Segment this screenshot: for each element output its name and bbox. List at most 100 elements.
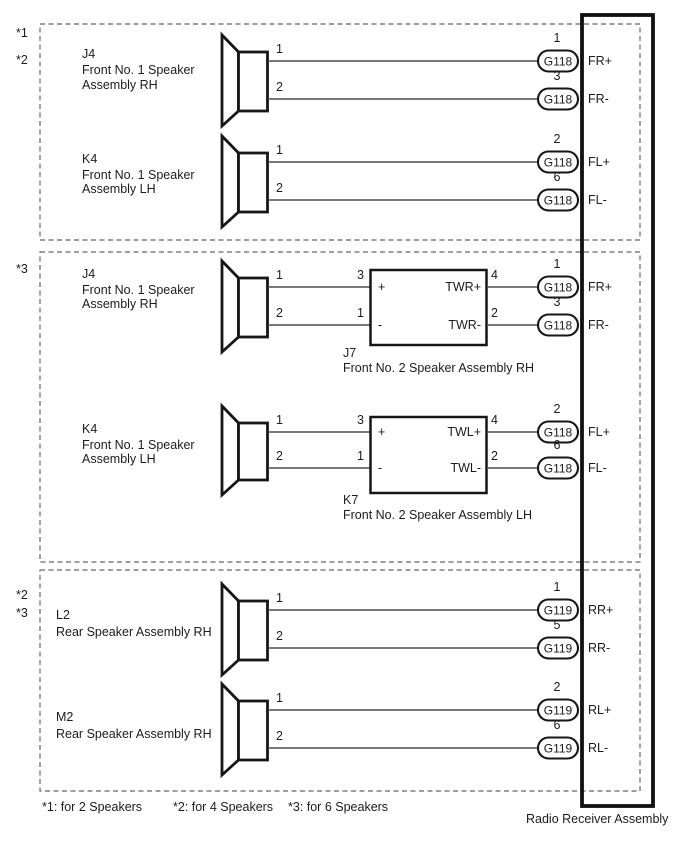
component-code: J4 [82, 47, 95, 61]
crossover-output-pin: 4 [491, 268, 498, 282]
footnotes: *1: for 2 Speakers *2: for 4 Speakers *3… [42, 800, 388, 814]
crossover-code: K7 [343, 493, 358, 507]
signal-label: FL+ [588, 425, 610, 439]
signal-label: FR+ [588, 280, 612, 294]
speaker-body [237, 151, 269, 214]
speaker-cone [220, 257, 240, 356]
speaker-pin: 2 [276, 306, 283, 320]
crossover-outline [369, 415, 488, 495]
signal-label: FL- [588, 461, 607, 475]
connector-label: G118 [544, 54, 573, 68]
section-1: *1 *2 J4 Front No. 1 Speaker Assembly RH… [16, 26, 612, 231]
speaker-pin: 2 [276, 629, 283, 643]
crossover-outline [369, 268, 488, 347]
connector-pill [536, 636, 580, 660]
speaker-cone [220, 580, 240, 679]
crossover-output-pin: 2 [491, 306, 498, 320]
polarity-plus: + [378, 280, 385, 294]
connector-label: G119 [544, 603, 573, 617]
connector-pill [536, 598, 580, 622]
connector-pill [536, 150, 580, 174]
connector-label: G118 [544, 461, 573, 475]
signal-label: RR+ [588, 603, 613, 617]
speaker-body [237, 50, 269, 113]
crossover-output-label: TWL+ [447, 425, 481, 439]
speaker-pin: 1 [276, 413, 283, 427]
terminal-pin: 3 [554, 69, 561, 83]
section-marker: *2 [16, 588, 28, 602]
speaker-cone [220, 31, 240, 130]
connector-pill [536, 456, 580, 480]
speaker-pin: 1 [276, 691, 283, 705]
connector-label: G119 [544, 741, 573, 755]
speaker-pin: 2 [276, 729, 283, 743]
component-code: K4 [82, 422, 97, 436]
signal-label: FL- [588, 193, 607, 207]
connector-pill [536, 275, 580, 299]
speaker-icon [220, 402, 269, 499]
component-name: Rear Speaker Assembly RH [56, 727, 212, 741]
connector-pill [536, 736, 580, 760]
component-name: Front No. 1 Speaker [82, 168, 195, 182]
connector-label: G118 [544, 425, 573, 439]
connector-label: G118 [544, 318, 573, 332]
speaker-pin: 2 [276, 80, 283, 94]
component-name: Assembly LH [82, 452, 156, 466]
crossover-box: 3 1 + - TWL+ TWL- 4 2 K7 Front No. 2 Spe… [343, 413, 532, 522]
speaker-icon [220, 680, 269, 779]
crossover-input-pin: 3 [357, 413, 364, 427]
connector-pill [536, 49, 580, 73]
terminal-pin: 5 [554, 618, 561, 632]
component-code: J4 [82, 267, 95, 281]
terminal-pin: 3 [554, 295, 561, 309]
section-3-dashed-box [39, 569, 641, 792]
speaker-icon [220, 132, 269, 231]
radio-receiver-box [580, 13, 655, 808]
signal-label: RL- [588, 741, 608, 755]
component-name: Front No. 1 Speaker [82, 438, 195, 452]
component-name: Assembly RH [82, 297, 158, 311]
polarity-plus: + [378, 425, 385, 439]
speaker-icon [220, 580, 269, 679]
speaker-pin: 1 [276, 268, 283, 282]
terminal-pin: 1 [554, 257, 561, 271]
signal-label: FR- [588, 92, 609, 106]
footnote: *2: for 4 Speakers [173, 800, 273, 814]
component-code: L2 [56, 608, 70, 622]
crossover-output-label: TWR- [448, 318, 481, 332]
speaker-pin: 1 [276, 143, 283, 157]
section-marker: *3 [16, 606, 28, 620]
speaker-body [237, 599, 269, 662]
component-code: K4 [82, 152, 97, 166]
terminal-pin: 1 [554, 580, 561, 594]
section-marker: *2 [16, 53, 28, 67]
speaker-icon [220, 257, 269, 356]
speaker-pin: 1 [276, 591, 283, 605]
crossover-name: Front No. 2 Speaker Assembly LH [343, 508, 532, 522]
speaker-pin: 1 [276, 42, 283, 56]
section-2: *3 J4 Front No. 1 Speaker Assembly RH 1 … [16, 257, 612, 522]
footnote: *1: for 2 Speakers [42, 800, 142, 814]
crossover-output-label: TWL- [450, 461, 481, 475]
connector-label: G118 [544, 280, 573, 294]
connector-pill [536, 188, 580, 212]
terminal-pin: 6 [554, 170, 561, 184]
footnote: *3: for 6 Speakers [288, 800, 388, 814]
crossover-name: Front No. 2 Speaker Assembly RH [343, 361, 534, 375]
signal-label: RR- [588, 641, 610, 655]
component-name: Front No. 1 Speaker [82, 283, 195, 297]
terminal-pin: 6 [554, 718, 561, 732]
connector-pill [536, 698, 580, 722]
radio-receiver-label: Radio Receiver Assembly [526, 812, 669, 826]
connector-label: G119 [544, 703, 573, 717]
crossover-output-label: TWR+ [445, 280, 481, 294]
component-name: Rear Speaker Assembly RH [56, 625, 212, 639]
connector-label: G119 [544, 641, 573, 655]
component-code: M2 [56, 710, 73, 724]
crossover-output-pin: 2 [491, 449, 498, 463]
speaker-icon [220, 31, 269, 130]
speaker-cone [220, 680, 240, 779]
speaker-pin: 2 [276, 449, 283, 463]
